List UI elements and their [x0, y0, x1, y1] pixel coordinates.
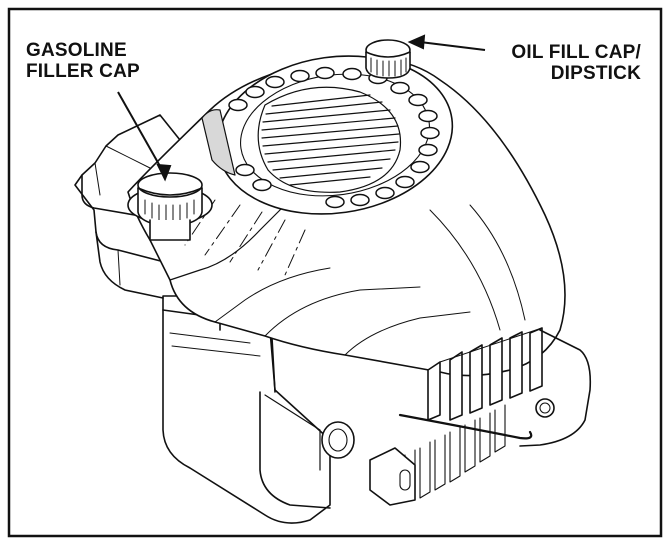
side-housing	[519, 329, 592, 447]
gasoline-label-line-1: GASOLINE	[26, 40, 127, 61]
cooling-fins	[427, 327, 543, 421]
control-cable	[398, 413, 533, 440]
air-intake-holes	[228, 66, 440, 209]
housing-shade	[201, 109, 236, 176]
oil-fill-cap-label: OIL FILL CAP/ DIPSTICK	[511, 42, 641, 84]
grille-slots	[257, 86, 402, 193]
gasoline-filler-cap-label: GASOLINE FILLER CAP	[26, 40, 140, 82]
diagram-frame	[7, 7, 663, 538]
gasoline-leader-line	[117, 91, 166, 176]
oil-leader-line	[419, 41, 486, 51]
gasoline-filler-cap	[127, 172, 213, 241]
spark-plug	[321, 421, 416, 506]
oil-label-line-2: DIPSTICK	[550, 63, 641, 84]
gasoline-label-line-2: FILLER CAP	[26, 61, 140, 82]
oil-fill-cap	[365, 39, 411, 79]
muffler	[259, 391, 331, 509]
oil-label-line-1: OIL FILL CAP/	[511, 42, 641, 63]
